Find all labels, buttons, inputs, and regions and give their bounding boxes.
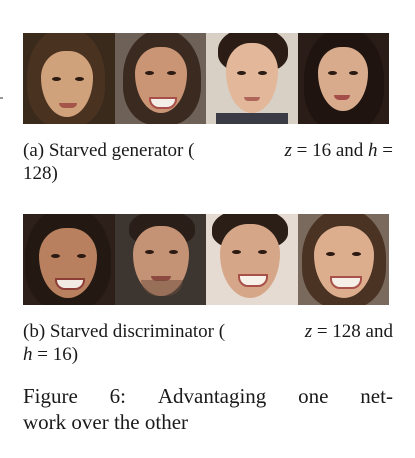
face-image	[114, 33, 206, 124]
face-image	[23, 214, 115, 305]
face-image	[114, 214, 206, 305]
starved-generator-image-row	[23, 33, 389, 124]
figure-caption-word: net-	[360, 384, 393, 408]
caption-b-z-eq: = 128 and	[312, 321, 393, 342]
caption-a-h-eq: =	[377, 140, 393, 161]
face-image	[23, 33, 115, 124]
margin-tick	[0, 97, 3, 99]
figure-caption-line2: work over the other	[23, 410, 189, 434]
caption-a-h: h	[368, 140, 378, 161]
caption-starved-generator: (a) Starved generator ( z = 16 and h = 1…	[23, 139, 393, 185]
caption-a-line2: 128)	[23, 163, 58, 184]
figure-caption-word: one	[298, 384, 329, 408]
caption-a-prefix: (a) Starved generator (	[23, 140, 195, 161]
caption-b-h: h	[23, 344, 33, 365]
face-image	[206, 214, 298, 305]
caption-starved-discriminator: (b) Starved discriminator ( z = 128 and …	[23, 320, 393, 366]
caption-b-prefix: (b) Starved discriminator (	[23, 321, 226, 342]
figure-caption-word: Figure	[23, 384, 78, 408]
figure-caption-word: Advantaging	[157, 384, 267, 408]
starved-discriminator-image-row	[23, 214, 389, 305]
figure-caption-word: 6:	[109, 384, 126, 408]
figure-caption: Figure 6: Advantaging one net- work over…	[23, 383, 393, 435]
caption-b-z: z	[304, 321, 313, 342]
caption-a-z: z	[284, 140, 292, 161]
caption-a-z-eq: = 16 and	[291, 140, 369, 161]
caption-b-h-eq: = 16)	[32, 344, 79, 365]
face-image	[206, 33, 298, 124]
face-image	[297, 33, 389, 124]
face-image	[297, 214, 389, 305]
